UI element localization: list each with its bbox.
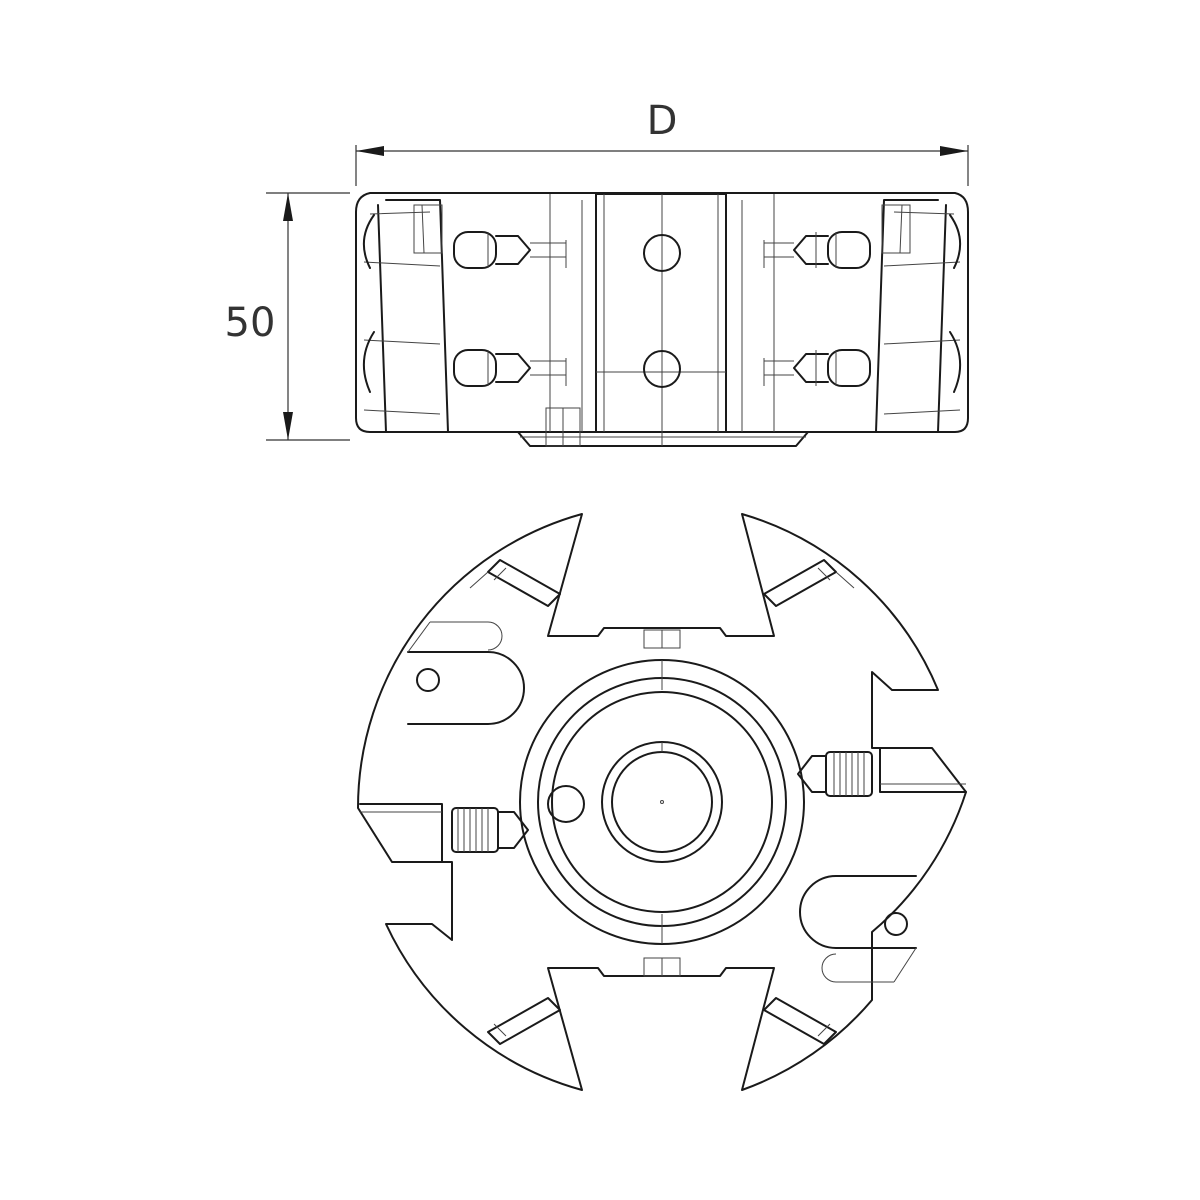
top-view <box>357 513 967 1091</box>
screw-lower-right <box>763 997 837 1045</box>
outer-ring <box>519 659 805 945</box>
left-knurled-screw <box>451 807 499 853</box>
middle-ring <box>537 677 787 927</box>
side-hub <box>517 431 809 447</box>
screw-upper-right <box>763 559 855 607</box>
pin-hole <box>547 785 585 823</box>
left-screw-upper <box>453 231 567 269</box>
bore <box>611 751 713 853</box>
arrow-left <box>356 146 384 156</box>
inner-ring <box>551 691 773 913</box>
bolt-hole-top <box>643 234 681 272</box>
bore-outer <box>601 741 723 863</box>
arrow-bottom <box>283 412 293 440</box>
bolt-hole-bottom <box>643 350 681 388</box>
left-screw-lower <box>453 349 567 387</box>
cutter-body-outline <box>357 513 967 1091</box>
diameter-label: D <box>647 98 678 144</box>
left-knife-block <box>377 199 449 433</box>
right-screw-upper <box>763 231 871 269</box>
side-view <box>355 192 969 447</box>
height-label: 50 <box>225 300 276 346</box>
screw-lower-left <box>487 997 561 1045</box>
right-knife-block <box>875 199 947 433</box>
arrow-right <box>940 146 968 156</box>
right-knurled-screw <box>825 751 873 797</box>
dimension-height: 50 <box>225 192 350 441</box>
left-knife-insert <box>359 803 529 863</box>
side-body-outline <box>355 192 969 433</box>
right-knife-insert <box>797 747 967 797</box>
dimension-diameter: D <box>355 98 969 186</box>
right-screw-lower <box>763 349 871 387</box>
right-slot <box>799 875 917 949</box>
central-block <box>595 193 727 433</box>
arrow-top <box>283 193 293 221</box>
right-screw-hole <box>884 912 908 936</box>
screw-upper-left <box>469 559 561 607</box>
left-screw-hole <box>416 668 440 692</box>
left-slot <box>407 651 525 725</box>
